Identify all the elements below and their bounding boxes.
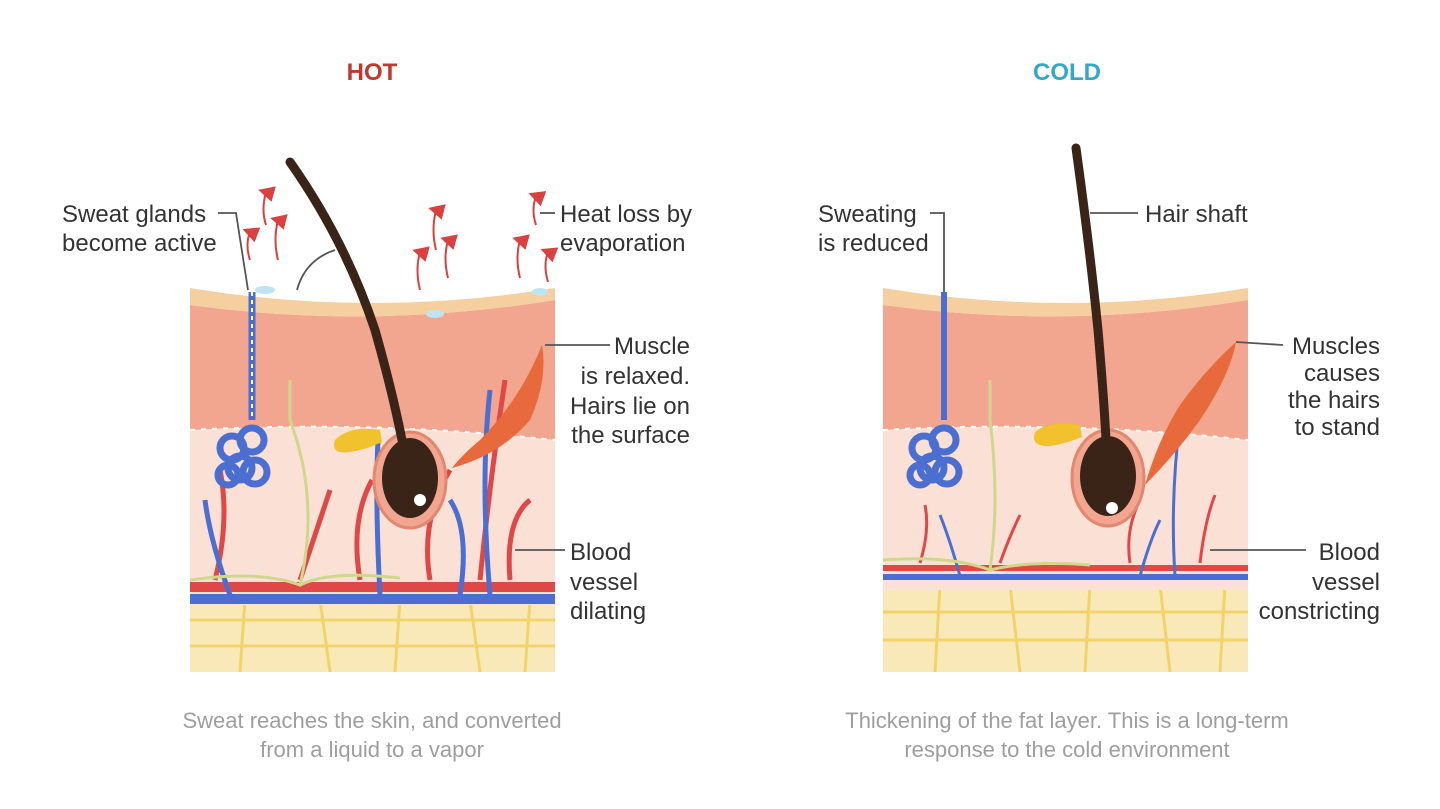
cold-caption-2: response to the cold environment: [904, 737, 1229, 762]
hot-vein: [190, 594, 555, 604]
hot-caption-2: from a liquid to a vapor: [260, 737, 484, 762]
cold-muscle-label-4: to stand: [1295, 414, 1380, 441]
hot-muscle-label-3: Hairs lie on: [570, 393, 690, 420]
hot-hair-papilla: [414, 494, 426, 506]
hot-sweat-droplet: [532, 288, 548, 296]
hot-panel: HOT: [62, 59, 692, 762]
cold-hair-shaft: [1071, 143, 1111, 445]
cold-arrector-muscle: [1145, 342, 1236, 485]
cold-upper-dermis: [883, 300, 1248, 440]
hot-capillaries-red: [212, 379, 532, 581]
cold-muscle-label-2: causes: [1304, 360, 1380, 387]
hot-upper-dermis: [190, 300, 555, 440]
hot-arrector-muscle: [452, 345, 544, 468]
cold-caption-1: Thickening of the fat layer. This is a l…: [845, 708, 1288, 733]
hot-capillaries-blue: [202, 389, 493, 596]
hot-blood-label-3: dilating: [570, 598, 646, 625]
cold-blood-label-2: vessel: [1312, 569, 1380, 596]
hot-sebaceous-gland: [334, 428, 382, 453]
hot-epidermis: [190, 288, 555, 317]
hot-muscle-label-2: is relaxed.: [581, 363, 690, 390]
cold-vein: [883, 574, 1248, 580]
hot-sweat-label-1: Sweat glands: [62, 201, 206, 228]
cold-artery: [883, 565, 1248, 571]
hot-title: HOT: [347, 59, 398, 86]
cold-hair-papilla: [1106, 502, 1118, 514]
hot-fat-layer: [190, 600, 555, 672]
hot-muscle-label-4: the surface: [571, 422, 690, 449]
hot-hair-bulb: [382, 438, 438, 518]
cold-title: COLD: [1033, 59, 1101, 86]
cold-blood-label-3: constricting: [1259, 598, 1380, 625]
cold-blood-label-1: Blood: [1319, 539, 1380, 566]
hot-skin-block: [190, 286, 555, 672]
cold-muscle-label-3: the hairs: [1288, 387, 1380, 414]
cold-panel: COLD: [818, 59, 1380, 762]
cold-dermis-boundary: [883, 425, 1248, 441]
cold-sweat-label-1: Sweating: [818, 201, 917, 228]
cold-fat-cells: [883, 584, 1248, 672]
cold-lower-dermis: [883, 420, 1248, 590]
hot-blood-label-1: Blood: [570, 539, 631, 566]
hot-nerve: [190, 380, 401, 588]
hot-sweat-leader: [218, 212, 249, 291]
hot-heat-label-2: evaporation: [560, 230, 685, 257]
cold-fat-layer: [883, 585, 1248, 672]
cold-epidermis: [883, 288, 1248, 317]
hot-muscle-label-1: Muscle: [614, 333, 690, 360]
hot-evaporation-arrows: [242, 186, 559, 291]
hot-sweat-droplet: [426, 310, 444, 318]
hot-blood-label-2: vessel: [570, 569, 638, 596]
hot-dermis-boundary: [190, 425, 555, 441]
cold-muscle-label-1: Muscles: [1292, 333, 1380, 360]
cold-muscle-leader: [1235, 341, 1284, 346]
cold-hair-label: Hair shaft: [1145, 201, 1248, 228]
cold-nerve: [883, 380, 1091, 573]
hot-heat-label-1: Heat loss by: [560, 201, 692, 228]
hot-sweat-droplet: [255, 286, 275, 294]
cold-sweat-label-2: is reduced: [818, 230, 929, 257]
cold-sweat-gland-coil: [906, 424, 963, 489]
cold-sebaceous-gland: [1034, 423, 1082, 447]
hot-sweat-gland-coil: [214, 424, 271, 489]
cold-sweat-leader: [930, 212, 945, 292]
hot-hair-shaft: [285, 157, 407, 445]
hot-artery: [190, 582, 555, 592]
cold-skin-block: [883, 288, 1248, 672]
hot-caption-1: Sweat reaches the skin, and converted: [182, 708, 561, 733]
cold-capillaries-red: [918, 494, 1217, 564]
cold-hair-bulb: [1080, 436, 1136, 516]
hot-sweat-label-2: become active: [62, 230, 217, 257]
hot-fat-cells: [190, 599, 555, 672]
hot-evaporation-leader: [296, 249, 336, 291]
